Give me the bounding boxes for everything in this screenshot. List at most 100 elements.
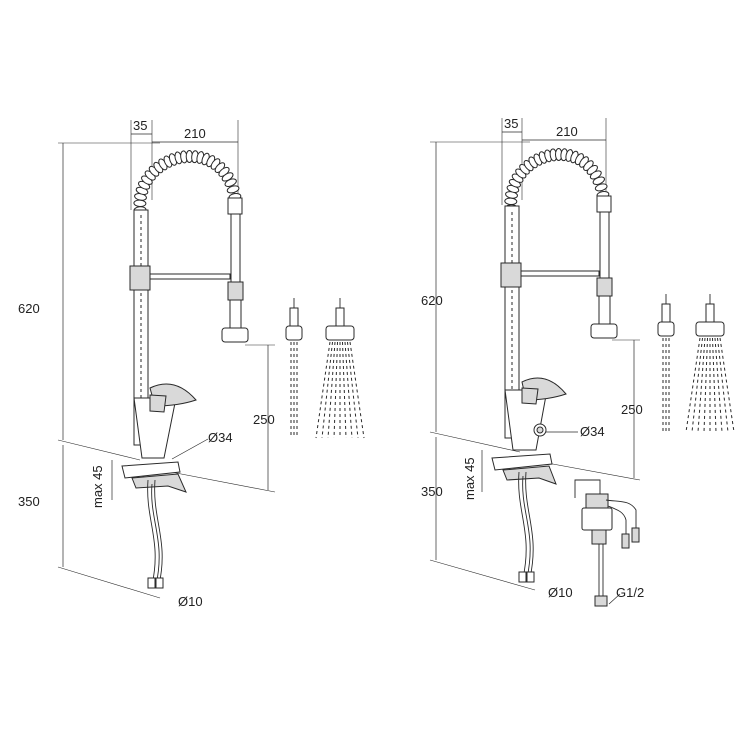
right-dim-body-diameter: Ø34 — [580, 424, 605, 439]
shower-spray-line — [315, 341, 331, 439]
left-hose-clip — [227, 197, 243, 215]
right-valve-outlet — [591, 529, 607, 545]
left-height-dimension: 620 — [18, 142, 160, 461]
left-spray-shower-head — [315, 298, 365, 439]
left-counter-thickness-dimension: max 45 — [90, 460, 113, 508]
right-hose-fitting-b — [526, 571, 535, 583]
right-dim-hose-diameter: Ø10 — [548, 585, 573, 600]
right-spray-head — [590, 323, 618, 339]
right-jet-head-nozzle — [657, 321, 675, 337]
shower-spray-line — [327, 341, 336, 439]
left-dim-spout-height: 250 — [253, 412, 275, 427]
right-jet-stream — [662, 338, 670, 432]
right-valve-top — [585, 493, 609, 509]
shower-spray-line — [691, 337, 703, 433]
left-hose-tube — [230, 213, 241, 285]
shower-spray-line — [333, 341, 338, 439]
right-lever-base — [521, 387, 539, 405]
right-dim-counter-max: max 45 — [462, 457, 477, 500]
shower-spray-line — [685, 337, 701, 433]
left-dim-below-counter: 350 — [18, 494, 40, 509]
left-spray-jet-head — [285, 298, 303, 438]
right-cable-b — [607, 505, 627, 546]
shower-spray-line — [349, 341, 365, 439]
left-spring-coil — [133, 150, 242, 214]
shower-spray-line — [344, 341, 353, 439]
right-dim-offset: 35 — [504, 116, 518, 131]
right-connection-leader — [608, 593, 621, 605]
right-supply-hose-b — [525, 471, 534, 579]
right-valve-connector — [594, 595, 608, 607]
right-spring-coil — [504, 148, 610, 212]
left-dim-total-height: 620 — [18, 301, 40, 316]
shower-spray-line — [703, 337, 708, 433]
right-jet-head-neck — [661, 303, 671, 323]
left-mounting-clamp — [131, 473, 187, 493]
right-spray-jet-head — [657, 294, 675, 432]
right-cable-plug-a — [631, 527, 640, 543]
right-dim-below-counter: 350 — [421, 484, 443, 499]
left-column-clamp — [129, 265, 151, 291]
left-base-plate — [121, 461, 181, 479]
left-hose-fitting-b — [155, 577, 164, 589]
left-hose-fitting-a — [147, 577, 156, 589]
left-below-counter-dimension: 350 — [18, 445, 161, 599]
shower-spray-line — [321, 341, 333, 439]
left-jet-head-neck — [289, 307, 299, 327]
shower-spray-line — [712, 337, 717, 433]
right-shower-head-nozzle — [695, 321, 725, 337]
left-shower-spray — [315, 341, 365, 439]
right-dim-reach: 210 — [556, 124, 578, 139]
left-spray-head — [221, 327, 249, 343]
left-supply-hose-b — [154, 479, 163, 586]
left-dim-body-diameter: Ø34 — [208, 430, 233, 445]
right-shower-head-neck — [705, 303, 715, 323]
right-shower-spray — [685, 337, 735, 433]
left-faucet-drawing: 35 210 620 350 max 45 250 — [18, 118, 365, 609]
right-solenoid-valve — [574, 479, 640, 607]
spring-coil-turn — [504, 197, 518, 206]
right-counter-thickness-dimension: max 45 — [462, 450, 483, 500]
left-dim-counter-max: max 45 — [90, 465, 105, 508]
shower-spray-line — [347, 341, 359, 439]
right-below-counter-dimension: 350 — [421, 437, 536, 591]
left-dim-offset: 35 — [133, 118, 147, 133]
right-valve-inlet-pipe — [574, 479, 601, 498]
left-jet-stream — [290, 342, 298, 438]
spring-coil-turn — [594, 183, 608, 192]
spring-coil-turn — [224, 178, 237, 187]
left-shower-head-nozzle — [325, 325, 355, 341]
shower-spray-line — [717, 337, 729, 433]
spring-coil-turn — [133, 199, 147, 208]
right-supply-hose-a — [518, 471, 527, 579]
left-supply-hose-a — [147, 479, 156, 586]
right-mounting-clamp — [502, 465, 557, 485]
spring-coil-turn — [226, 185, 240, 194]
right-base-plate — [491, 453, 553, 471]
right-dim-spout-height: 250 — [621, 402, 643, 417]
left-spray-holder — [227, 281, 244, 301]
left-width-dimension: 35 210 — [130, 118, 239, 210]
shower-spray-line — [719, 337, 735, 433]
right-hose-tube — [599, 211, 610, 281]
right-spray-neck — [598, 295, 611, 325]
shower-spray-line — [714, 337, 723, 433]
right-faucet-drawing: 35 210 620 350 max 45 250 — [421, 116, 735, 607]
right-width-dimension: 35 210 — [501, 116, 607, 205]
right-cable-plug-b — [621, 533, 630, 549]
right-spray-holder — [596, 277, 613, 297]
shower-spray-line — [697, 337, 706, 433]
right-hose-fitting-a — [518, 571, 527, 583]
left-dim-hose-diameter: Ø10 — [178, 594, 203, 609]
right-dim-total-height: 620 — [421, 293, 443, 308]
left-support-arm — [149, 273, 231, 280]
right-spray-shower-head — [685, 294, 735, 433]
left-spout-height-dimension: 250 — [149, 344, 276, 493]
left-jet-head-nozzle — [285, 325, 303, 341]
spring-coil-turn — [592, 176, 605, 185]
left-spray-neck — [229, 299, 242, 329]
right-hose-clip — [596, 195, 612, 213]
right-height-dimension: 620 — [421, 141, 530, 453]
